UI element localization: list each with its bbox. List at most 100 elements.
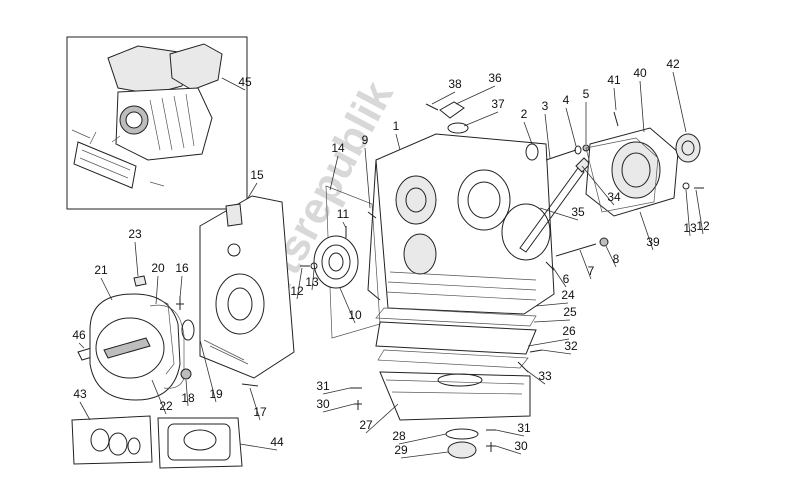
nut-8	[599, 237, 609, 247]
leader-line-21	[100, 277, 113, 301]
leader-line-22	[151, 379, 167, 415]
callout-46: 46	[72, 328, 86, 342]
callout-6: 6	[563, 272, 570, 286]
leader-line-8	[605, 245, 617, 268]
callout-5: 5	[583, 87, 590, 101]
callout-34: 34	[607, 190, 621, 204]
gasket-kit-44	[157, 417, 243, 469]
leader-line-18	[185, 379, 189, 407]
leader-line-12	[296, 267, 303, 300]
plug-30-right	[486, 442, 496, 452]
leader-line-26	[527, 338, 570, 347]
washer-13-left	[310, 262, 318, 270]
callout-16: 16	[175, 261, 189, 275]
leader-line-35	[539, 207, 579, 221]
leader-line-39	[639, 211, 654, 251]
leader-line-3	[544, 113, 551, 159]
callout-11: 11	[337, 207, 350, 221]
callout-26: 26	[562, 324, 576, 338]
callout-21: 21	[94, 263, 108, 277]
engine-assembly-inset	[66, 36, 248, 210]
leader-line-16	[179, 275, 183, 299]
leader-line-15	[247, 182, 258, 199]
callout-27: 27	[359, 418, 373, 432]
oring-37	[447, 122, 469, 134]
leader-line-11	[342, 221, 347, 229]
leader-line-1	[395, 133, 401, 151]
screw-38	[425, 103, 439, 111]
stud-6	[545, 261, 555, 271]
callout-28: 28	[392, 429, 406, 443]
callout-7: 7	[588, 264, 595, 278]
leader-line-30	[495, 445, 522, 455]
callout-20: 20	[151, 261, 165, 275]
callout-3: 3	[542, 99, 549, 113]
leader-line-17	[249, 387, 261, 421]
leader-lines	[78, 71, 704, 459]
washer-4	[574, 145, 582, 155]
leader-line-46	[78, 342, 85, 349]
gasket-kit-43	[71, 415, 153, 465]
callout-45: 45	[238, 75, 252, 89]
leader-line-33	[525, 369, 546, 385]
leader-line-28	[398, 433, 447, 445]
leader-line-32	[541, 349, 572, 355]
gasket-39	[585, 137, 659, 213]
leader-line-43	[79, 401, 91, 421]
seal-42-inner	[681, 140, 695, 156]
leader-line-13	[311, 269, 315, 291]
callout-19: 19	[209, 387, 223, 401]
leader-line-25	[533, 319, 571, 323]
leader-line-41	[613, 87, 617, 111]
crankcase-1	[367, 133, 555, 315]
callout-43: 43	[73, 387, 87, 401]
stud-3	[545, 149, 577, 161]
callout-15: 15	[250, 168, 264, 182]
callout-13: 13	[683, 221, 697, 235]
callout-12: 12	[696, 219, 710, 233]
leader-line-27	[365, 403, 399, 434]
leader-line-6	[551, 265, 567, 288]
leader-line-4	[565, 107, 577, 147]
seal-28	[445, 428, 479, 440]
callout-22: 22	[159, 399, 173, 413]
callout-2: 2	[521, 107, 528, 121]
seal-18	[180, 368, 192, 380]
callout-44: 44	[270, 435, 284, 449]
seal-42	[675, 133, 701, 163]
sump-spacer-25	[375, 321, 537, 355]
leader-line-31	[495, 429, 525, 437]
callout-42: 42	[666, 57, 680, 71]
callout-23: 23	[128, 227, 142, 241]
callout-14: 14	[331, 141, 345, 155]
front-cover-15	[199, 195, 295, 379]
leader-line-13	[685, 189, 691, 237]
leader-line-37	[463, 111, 499, 127]
leader-line-2	[523, 121, 533, 145]
callout-39: 39	[646, 235, 660, 249]
plug-30-left	[354, 400, 362, 410]
callout-4: 4	[563, 93, 570, 107]
gasket-24	[375, 307, 537, 327]
leader-line-42	[672, 71, 687, 133]
callout-33: 33	[538, 369, 552, 383]
leader-line-19	[199, 339, 217, 403]
callout-30: 30	[316, 397, 330, 411]
leader-line-31	[322, 387, 351, 395]
washer-13-right	[682, 182, 690, 190]
leader-line-12	[695, 189, 704, 235]
dowel-9	[367, 211, 377, 219]
callout-1: 1	[393, 119, 400, 133]
callout-32: 32	[564, 339, 578, 353]
gasket-20	[149, 304, 185, 389]
callout-35: 35	[571, 205, 585, 219]
callout-24: 24	[561, 288, 575, 302]
callout-13: 13	[305, 275, 319, 289]
callout-12: 12	[290, 284, 304, 298]
leader-line-36	[455, 85, 496, 105]
bolt-41	[613, 111, 619, 127]
leader-line-20	[155, 275, 159, 305]
fitting-32	[529, 349, 543, 353]
leader-line-45	[221, 77, 246, 91]
